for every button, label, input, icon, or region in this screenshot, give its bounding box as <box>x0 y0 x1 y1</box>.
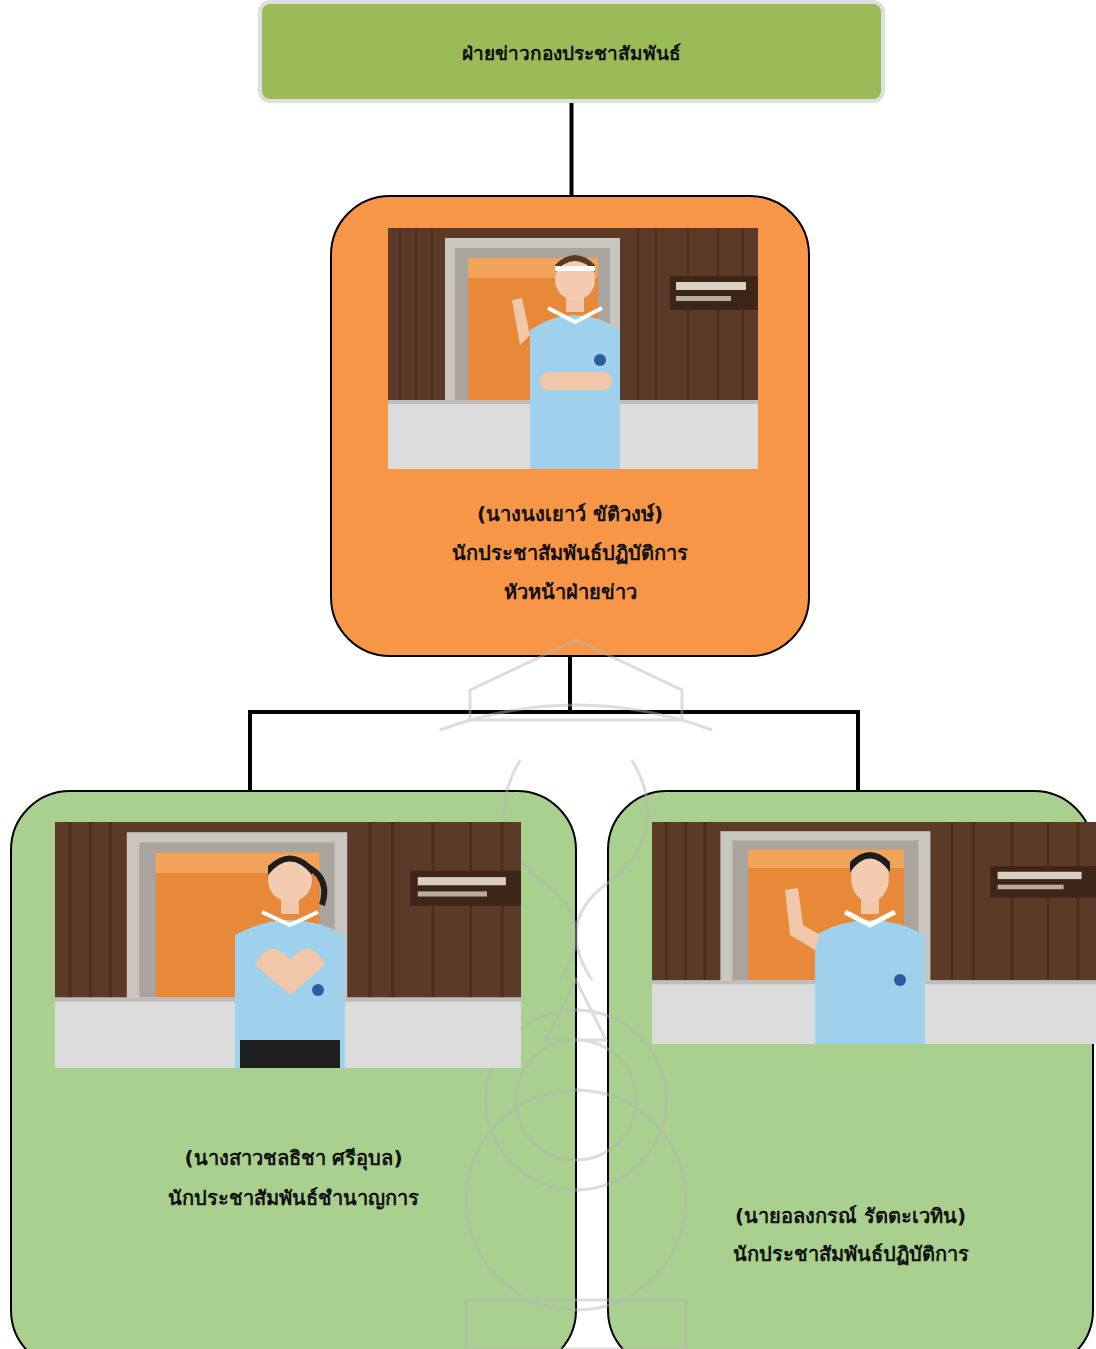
text-group: (นางสาวชลธิชา ศรีอุบล)นักประชาสัมพันธ์ชำ… <box>12 1138 575 1218</box>
text-group: (นายอลงกรณ์ รัตตะเวทิน)นักประชาสัมพันธ์ป… <box>609 1197 1092 1273</box>
staff-photo <box>55 822 521 1068</box>
staff-photo <box>652 822 1096 1044</box>
node-title: (นายอลงกรณ์ รัตตะเวทิน) <box>609 1197 1092 1235</box>
node-title: (นางสาวชลธิชา ศรีอุบล) <box>12 1138 575 1178</box>
node-title: ฝ่ายข่าวกองประชาสัมพันธ์ <box>262 38 881 68</box>
staff-photo <box>388 228 758 469</box>
node-subtitle: นักประชาสัมพันธ์ชำนาญการ <box>12 1178 575 1218</box>
node-subtitle: หัวหน้าฝ่ายข่าว <box>332 573 808 612</box>
text-group: (นางนงเยาว์ ขัติวงษ์)นักประชาสัมพันธ์ปฏิ… <box>332 495 808 612</box>
staff-box: (นางสาวชลธิชา ศรีอุบล)นักประชาสัมพันธ์ชำ… <box>10 790 577 1349</box>
node-subtitle: นักประชาสัมพันธ์ปฏิบัติการ <box>609 1235 1092 1273</box>
org-connector <box>250 657 570 790</box>
staff-box: (นายอลงกรณ์ รัตตะเวทิน)นักประชาสัมพันธ์ป… <box>607 790 1094 1349</box>
node-title: (นางนงเยาว์ ขัติวงษ์) <box>332 495 808 534</box>
org-connector <box>570 657 858 790</box>
watermark-emblem <box>440 640 712 1349</box>
text-group: ฝ่ายข่าวกองประชาสัมพันธ์ <box>262 38 881 68</box>
org-connector <box>570 103 574 195</box>
section-title-box: ฝ่ายข่าวกองประชาสัมพันธ์ <box>258 0 885 103</box>
head-staff-box: (นางนงเยาว์ ขัติวงษ์)นักประชาสัมพันธ์ปฏิ… <box>330 195 810 657</box>
node-subtitle: นักประชาสัมพันธ์ปฏิบัติการ <box>332 534 808 573</box>
